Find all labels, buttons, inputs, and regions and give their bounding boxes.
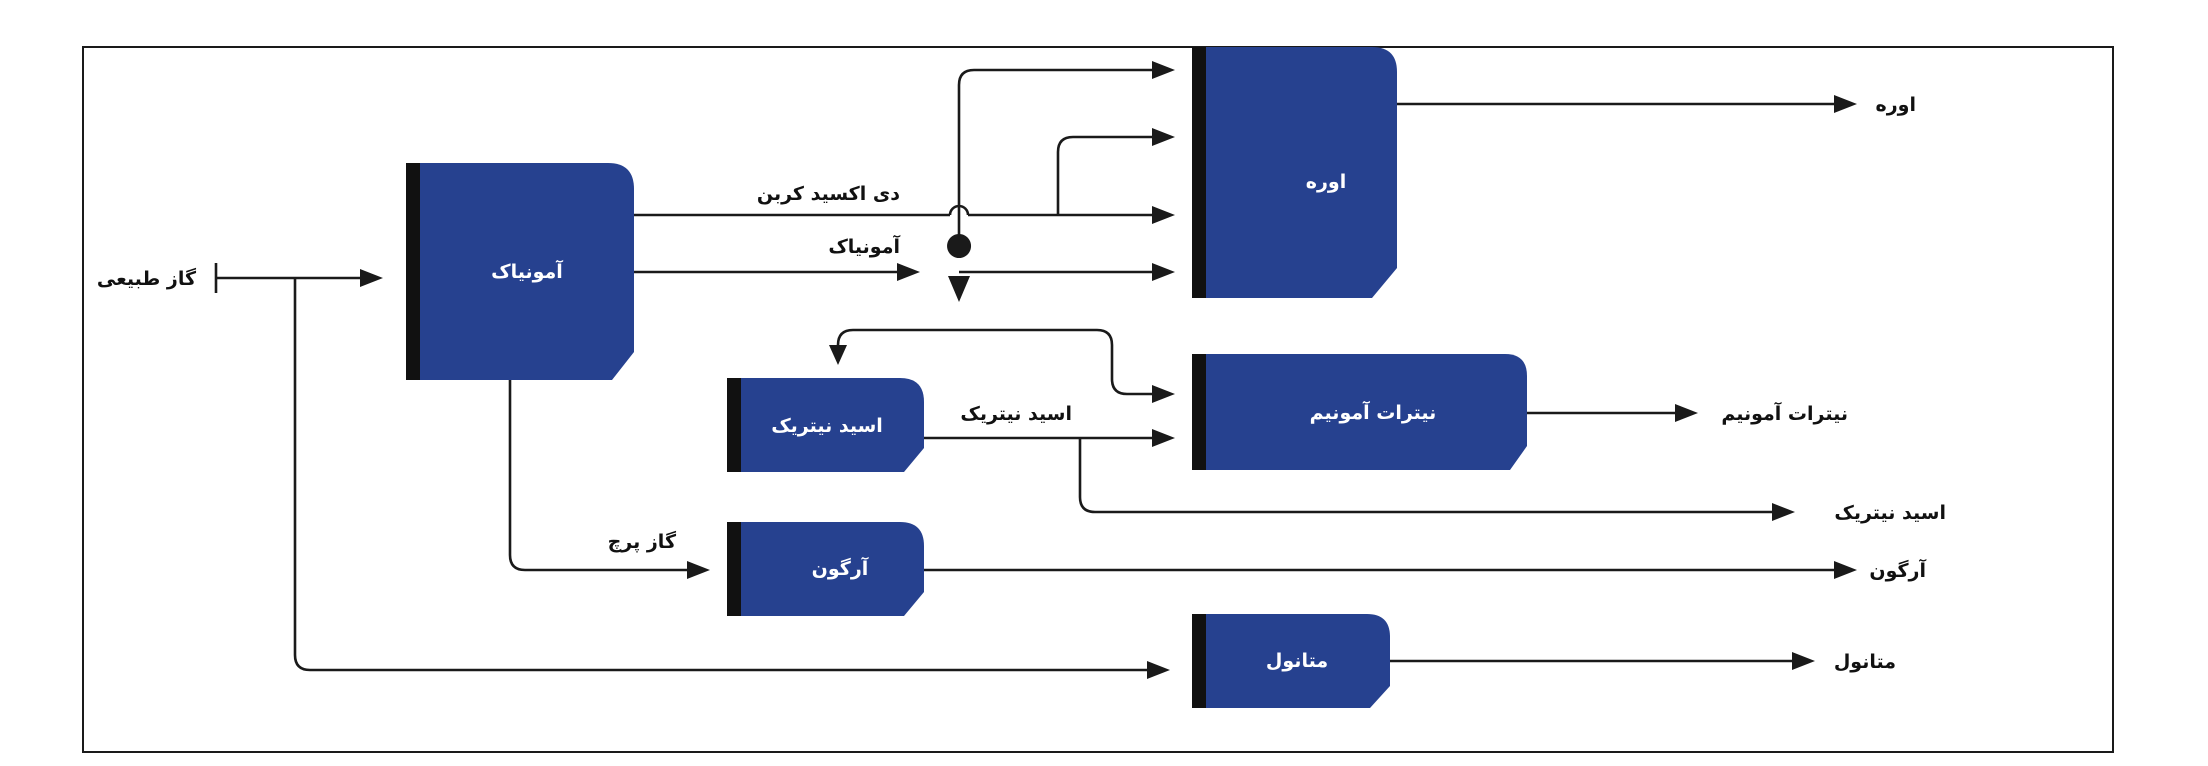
arrowhead-nitric-acid-output bbox=[1772, 503, 1795, 521]
label-output-urea: اوره bbox=[1876, 94, 1916, 116]
loop-to-nitric-acid bbox=[836, 328, 1160, 396]
box-ammonia: آمونیاک bbox=[406, 163, 634, 380]
box-nitric-acid-label: اسید نیتریک bbox=[771, 415, 883, 437]
arrowhead-splitter-to-urea bbox=[1152, 263, 1175, 281]
box-argon: آرگون bbox=[727, 522, 924, 616]
box-argon-label: آرگون bbox=[812, 556, 869, 580]
box-nitric-acid: اسید نیتریک bbox=[727, 378, 924, 472]
box-urea: اوره bbox=[1192, 47, 1397, 298]
box-methanol: متانول bbox=[1192, 614, 1390, 708]
box-urea-bar bbox=[1192, 47, 1206, 298]
ammonia-to-argon bbox=[508, 380, 695, 572]
diagram-frame bbox=[82, 46, 2114, 753]
label-output-ammonium-nitrate: نیترات آمونیم bbox=[1721, 401, 1848, 425]
arrowhead-to-methanol bbox=[1147, 661, 1170, 679]
arrowhead-co2-to-urea bbox=[1152, 206, 1175, 224]
box-urea-body bbox=[1192, 47, 1397, 298]
box-methanol-label: متانول bbox=[1266, 650, 1328, 672]
box-nitric-acid-body bbox=[727, 378, 924, 472]
box-ammonia-label: آمونیاک bbox=[491, 259, 563, 283]
box-argon-bar bbox=[727, 522, 741, 616]
nitric-acid-branch-output bbox=[1078, 438, 1780, 514]
label-output-methanol: متانول bbox=[1834, 651, 1896, 673]
natural-gas-to-methanol bbox=[293, 278, 1155, 672]
arrowhead-ammonia-flow bbox=[897, 263, 920, 281]
splitter-to-urea-top bbox=[957, 68, 1160, 258]
arrowhead-loop bbox=[1152, 385, 1175, 403]
label-output-nitric-acid: اسید نیتریک bbox=[1834, 502, 1946, 524]
label-natural-gas: گاز طبیعی bbox=[97, 267, 197, 290]
label-purge-gas: گاز پرچ bbox=[608, 530, 677, 553]
arrowhead-urea-output bbox=[1834, 95, 1857, 113]
arrowhead-to-nitric-acid bbox=[829, 345, 847, 365]
label-carbon-dioxide: دی اکسید کربن bbox=[757, 183, 900, 205]
box-argon-body bbox=[727, 522, 924, 616]
arrowhead-to-argon bbox=[687, 561, 710, 579]
box-ammonia-bar bbox=[406, 163, 420, 380]
box-ammonia-body bbox=[406, 163, 634, 380]
arrowhead-to-ammonia bbox=[360, 269, 383, 287]
box-ammonium-nitrate-bar bbox=[1192, 354, 1206, 470]
arrowhead-splitter-to-urea-top bbox=[1152, 61, 1175, 79]
arrowhead-ammonium-nitrate-output bbox=[1675, 404, 1698, 422]
box-methanol-body bbox=[1192, 614, 1390, 708]
arrowhead-argon-output bbox=[1834, 561, 1857, 579]
label-ammonia-flow: آمونیاک bbox=[828, 234, 900, 258]
box-ammonium-nitrate-label: نیترات آمونیم bbox=[1310, 400, 1437, 424]
splitter-node bbox=[947, 234, 972, 302]
arrowhead-to-ammonium-nitrate bbox=[1152, 429, 1175, 447]
label-nitric-acid-mid: اسید نیتریک bbox=[960, 403, 1072, 425]
box-nitric-acid-bar bbox=[727, 378, 741, 472]
arrowhead-co2-branch bbox=[1152, 128, 1175, 146]
box-urea-label: اوره bbox=[1306, 171, 1346, 193]
arrowhead-methanol-output bbox=[1792, 652, 1815, 670]
label-output-argon: آرگون bbox=[1869, 558, 1926, 582]
box-methanol-bar bbox=[1192, 614, 1206, 708]
box-ammonium-nitrate: نیترات آمونیم bbox=[1192, 354, 1527, 470]
box-ammonium-nitrate-body bbox=[1192, 354, 1527, 470]
co2-branch-up bbox=[1056, 135, 1160, 215]
